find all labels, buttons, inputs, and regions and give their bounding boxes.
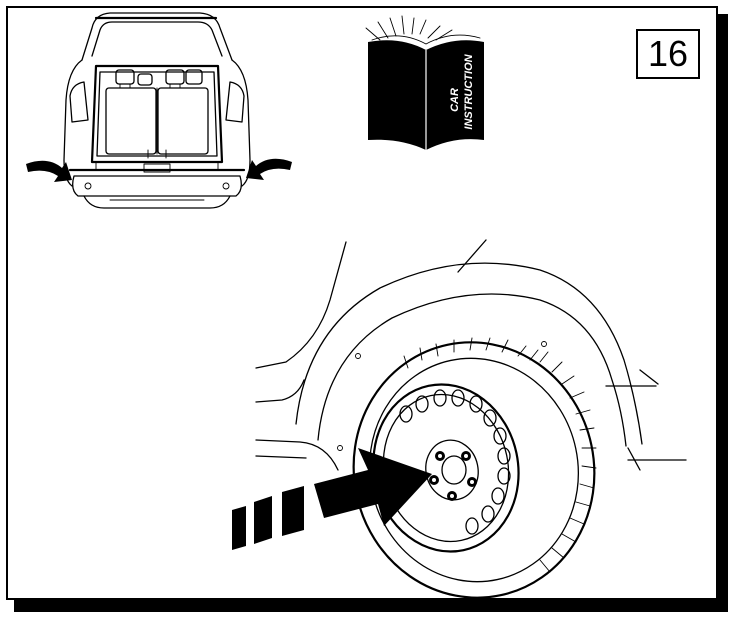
step-number: 16 bbox=[647, 33, 689, 74]
tire-tread bbox=[403, 337, 597, 573]
spare-wheel-mounting-icon bbox=[255, 239, 687, 599]
open-manual-book-icon: CAR INSTRUCTION bbox=[365, 15, 484, 151]
rim-vent-holes bbox=[399, 389, 511, 535]
dashed-direction-arrow-icon bbox=[232, 448, 432, 550]
step-number-box: 16 bbox=[636, 29, 700, 79]
manual-title-line2: INSTRUCTION bbox=[463, 53, 475, 129]
car-rear-open-trunk-icon bbox=[26, 12, 292, 209]
manual-title-line1: CAR bbox=[449, 88, 461, 112]
wheel-bolts bbox=[429, 451, 477, 501]
